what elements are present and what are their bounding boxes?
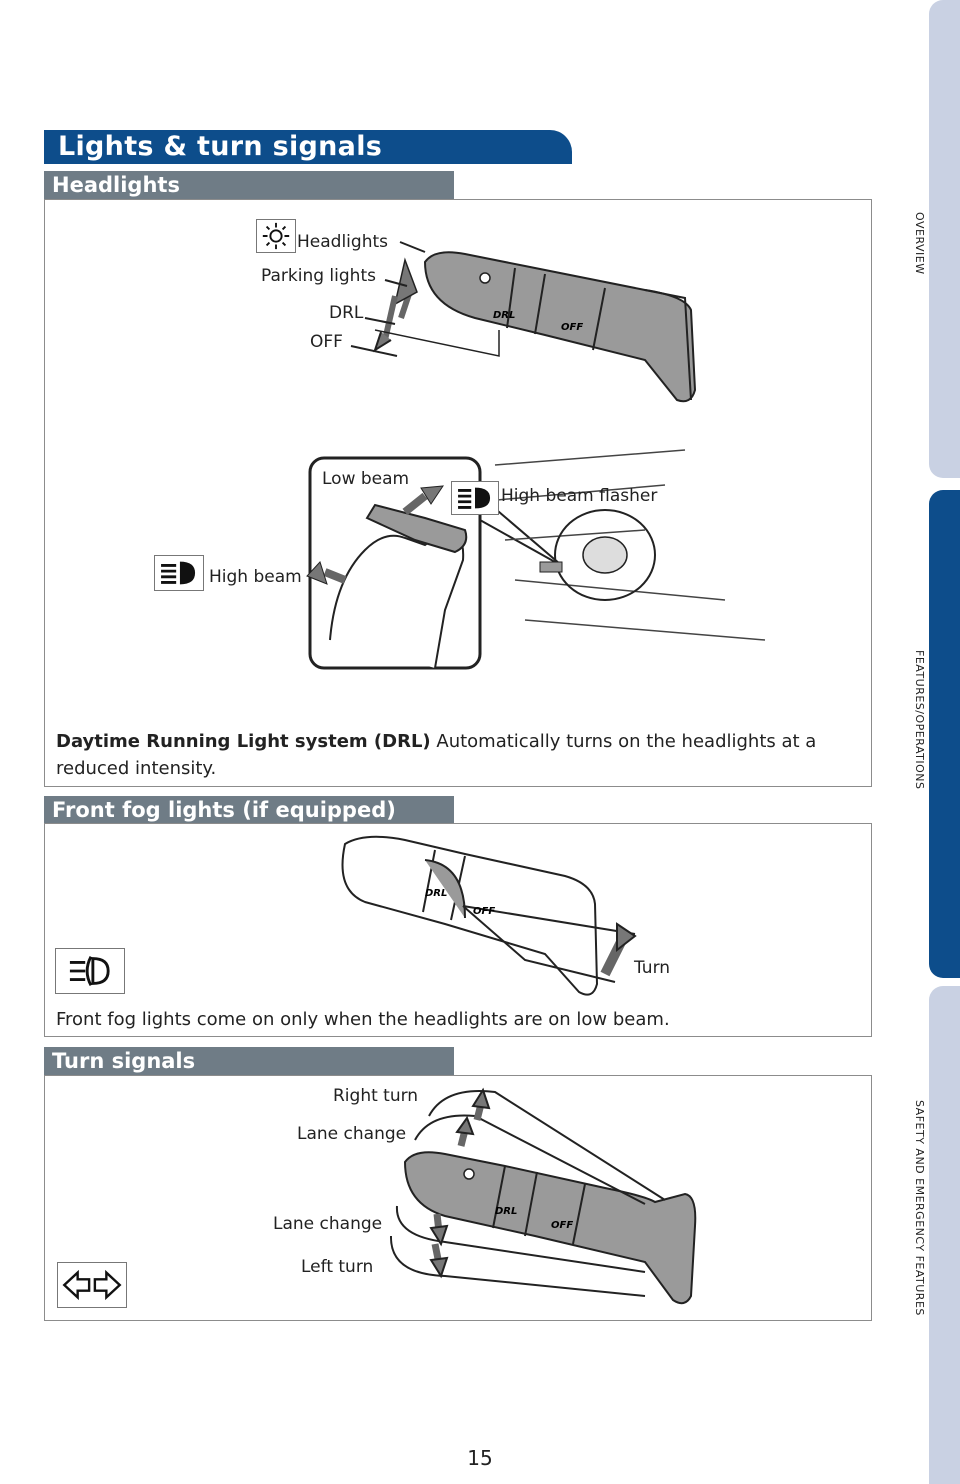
drl-description: Daytime Running Light system (DRL) Autom… — [56, 728, 862, 782]
turn-stalk-off-mark: OFF — [551, 1220, 573, 1231]
section-heading-fog-lights: Front fog lights (if equipped) — [44, 796, 454, 824]
fog-lights-panel: DRL OFF Turn Front fog lights come on on… — [44, 823, 872, 1037]
label-turn: Turn — [634, 958, 671, 978]
label-high-beam: High beam — [209, 567, 302, 587]
label-off: OFF — [310, 332, 343, 352]
label-high-beam-flasher: High beam flasher — [501, 486, 658, 506]
page-number: 15 — [467, 1446, 493, 1470]
label-lane-change-down: Lane change — [273, 1214, 383, 1234]
label-left-turn: Left turn — [301, 1257, 374, 1277]
side-label-safety: SAFETY AND EMERGENCY FEATURES — [913, 1100, 926, 1316]
drl-description-bold: Daytime Running Light system (DRL) — [56, 731, 431, 752]
label-headlights: Headlights — [297, 232, 388, 252]
high-beam-icon — [154, 555, 204, 591]
headlights-icon — [256, 219, 296, 253]
fog-stalk-off-mark: OFF — [473, 906, 495, 917]
stalk-off-mark: OFF — [561, 322, 583, 333]
fog-light-icon — [55, 948, 125, 994]
side-tabs — [929, 0, 960, 1484]
stalk-drl-mark: DRL — [493, 310, 515, 321]
label-parking-lights: Parking lights — [261, 266, 376, 286]
fog-stalk-drl-mark: DRL — [425, 888, 447, 899]
side-tab-safety[interactable] — [929, 986, 960, 1484]
turn-signals-panel: DRL OFF Right turn Lane change Lane chan… — [44, 1075, 872, 1321]
fog-description: Front fog lights come on only when the h… — [56, 1009, 670, 1030]
side-tab-features-operations[interactable] — [929, 490, 960, 978]
turn-stalk-drl-mark: DRL — [495, 1206, 517, 1217]
turn-signal-icon — [57, 1262, 127, 1308]
headlight-stalk-illustration: DRL OFF — [306, 241, 766, 670]
label-drl: DRL — [329, 303, 364, 323]
label-right-turn: Right turn — [333, 1086, 419, 1106]
label-lane-change-up: Lane change — [297, 1124, 407, 1144]
label-low-beam: Low beam — [322, 469, 410, 489]
fog-stalk-illustration: DRL OFF — [341, 835, 637, 996]
headlights-panel: DRL OFF Headlights Parking lights DRL OF… — [44, 199, 872, 787]
drl-description-text: Automatically turns on the headlights at… — [56, 731, 817, 779]
page-title: Lights & turn signals — [44, 130, 572, 164]
side-tab-overview[interactable] — [929, 0, 960, 478]
high-beam-flasher-icon — [451, 481, 499, 515]
section-heading-turn-signals: Turn signals — [44, 1047, 454, 1075]
section-heading-headlights: Headlights — [44, 171, 454, 199]
turn-stalk-illustration: DRL OFF — [389, 1087, 697, 1305]
side-label-features-operations: FEATURES/OPERATIONS — [913, 650, 926, 790]
side-label-overview: OVERVIEW — [913, 212, 926, 275]
